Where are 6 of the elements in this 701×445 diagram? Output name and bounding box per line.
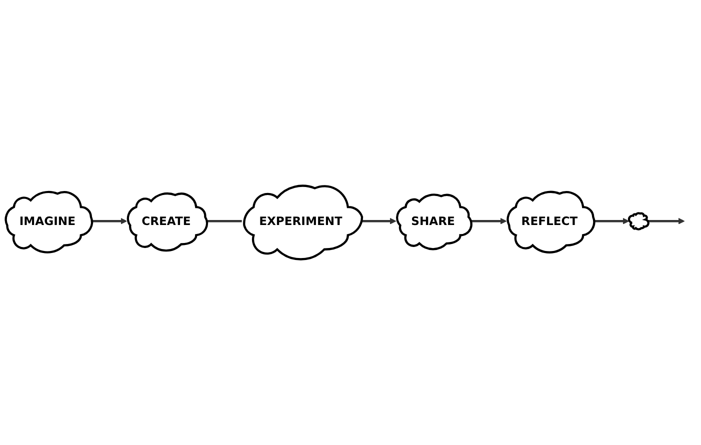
arrow (470, 218, 507, 224)
arrow (648, 218, 685, 224)
connector (206, 220, 242, 222)
arrow (90, 218, 127, 224)
node-cloud (628, 212, 650, 230)
arrow (592, 218, 630, 224)
